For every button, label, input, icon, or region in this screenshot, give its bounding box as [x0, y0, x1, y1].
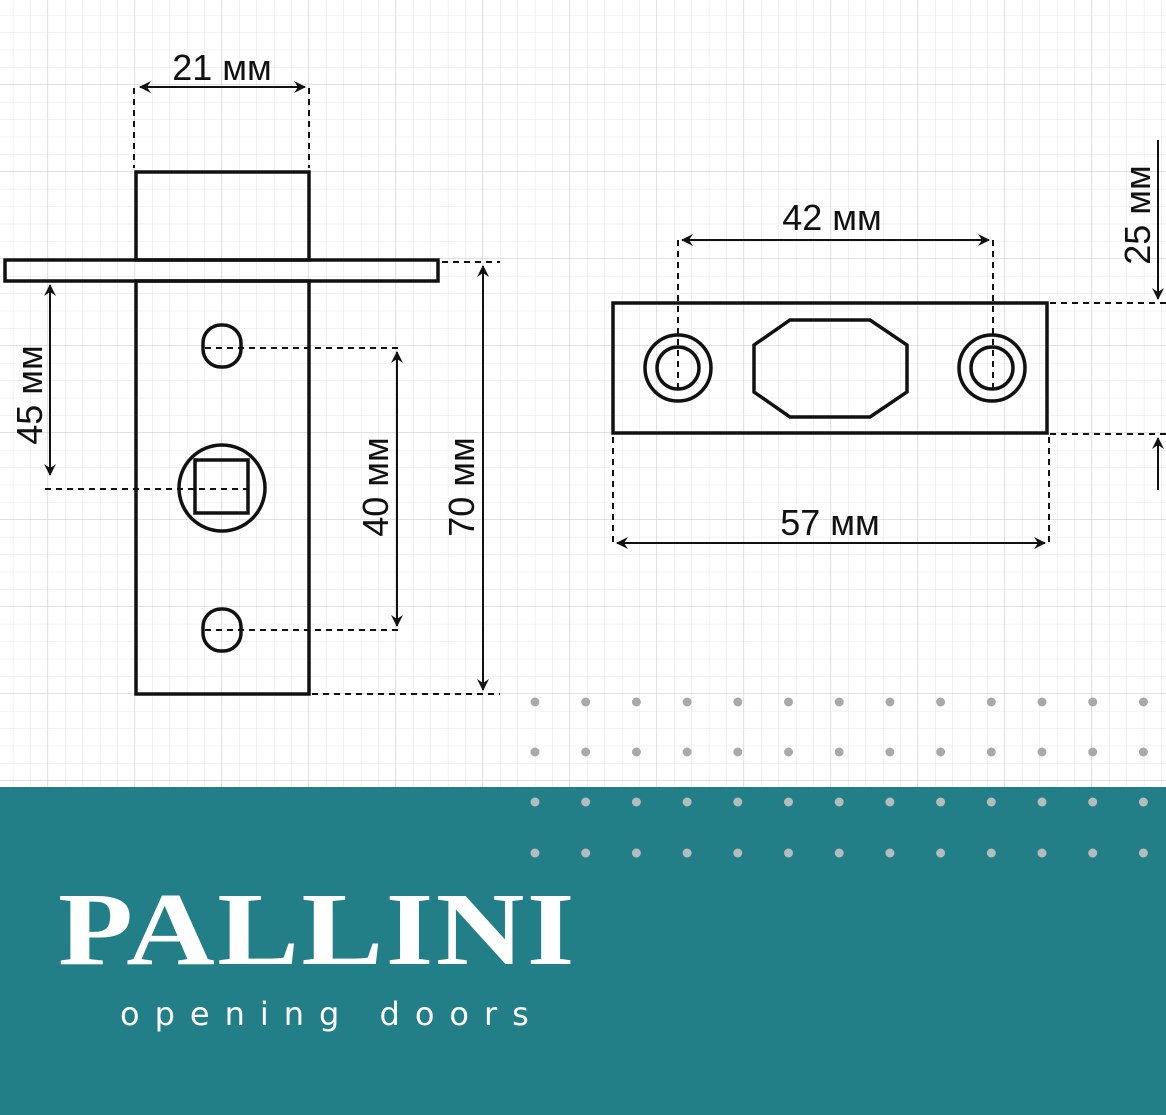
decorative-dot — [885, 747, 895, 757]
decorative-dot — [885, 697, 895, 707]
decorative-dot — [936, 747, 946, 757]
decorative-dot — [936, 797, 946, 807]
decorative-dot — [631, 848, 641, 858]
decorative-dot — [581, 747, 591, 757]
decorative-dot — [631, 797, 641, 807]
decorative-dot — [1088, 797, 1098, 807]
decorative-dot — [1037, 697, 1047, 707]
decorative-dot — [1037, 747, 1047, 757]
decorative-dot — [1037, 848, 1047, 858]
length-57-label: 57 мм — [780, 502, 880, 543]
decorative-dot — [682, 747, 692, 757]
decorative-dot — [834, 697, 844, 707]
decorative-dot — [1088, 747, 1098, 757]
decorative-dot — [986, 747, 996, 757]
right-dimension-lines — [612, 140, 1166, 549]
decorative-dot — [1138, 848, 1148, 858]
strike-plate-view — [611, 301, 1049, 435]
decorative-dot — [631, 697, 641, 707]
height-70-label: 70 мм — [441, 437, 482, 537]
decorative-dot — [530, 848, 540, 858]
decorative-dot — [986, 797, 996, 807]
height-25-label: 25 мм — [1117, 165, 1158, 265]
decorative-dot — [530, 697, 540, 707]
decorative-dot — [1138, 697, 1148, 707]
decorative-dot — [733, 797, 743, 807]
backset-45-label: 45 мм — [9, 345, 50, 445]
brand-logo: PALLINI — [58, 872, 577, 987]
decorative-dot — [581, 848, 591, 858]
decorative-dot — [530, 747, 540, 757]
decorative-dot — [733, 697, 743, 707]
decorative-dot — [784, 797, 793, 807]
decorative-dot — [682, 797, 692, 807]
decorative-dot — [885, 848, 895, 858]
left-dimension-lines — [44, 81, 500, 695]
decorative-dot — [682, 848, 692, 858]
hole-spacing-42-label: 42 мм — [782, 197, 882, 238]
decorative-dot — [834, 747, 844, 757]
decorative-dot — [834, 848, 844, 858]
decorative-dot-grid — [530, 697, 1148, 858]
decorative-dot — [1037, 797, 1047, 807]
decorative-dot — [936, 697, 946, 707]
decorative-dot — [1138, 747, 1148, 757]
decorative-dot — [885, 797, 895, 807]
brand-tagline: opening doors — [120, 995, 544, 1033]
decorative-dot — [986, 848, 996, 858]
decorative-dot — [834, 797, 844, 807]
grid-major — [0, 0, 1166, 787]
hole-spacing-40-label: 40 мм — [355, 437, 396, 537]
decorative-dot — [733, 747, 743, 757]
decorative-dot — [733, 848, 743, 858]
decorative-dot — [530, 797, 540, 807]
decorative-dot — [784, 848, 793, 858]
decorative-dot — [1138, 797, 1148, 807]
decorative-dot — [1088, 697, 1098, 707]
decorative-dot — [784, 747, 793, 757]
decorative-dot — [581, 697, 591, 707]
decorative-dot — [936, 848, 946, 858]
decorative-dot — [986, 697, 996, 707]
decorative-dot — [682, 697, 692, 707]
decorative-dot — [1088, 848, 1098, 858]
brand-band — [0, 787, 1166, 1115]
width-21-label: 21 мм — [172, 47, 272, 88]
decorative-dot — [631, 747, 641, 757]
decorative-dot — [581, 797, 591, 807]
decorative-dot — [784, 697, 793, 707]
